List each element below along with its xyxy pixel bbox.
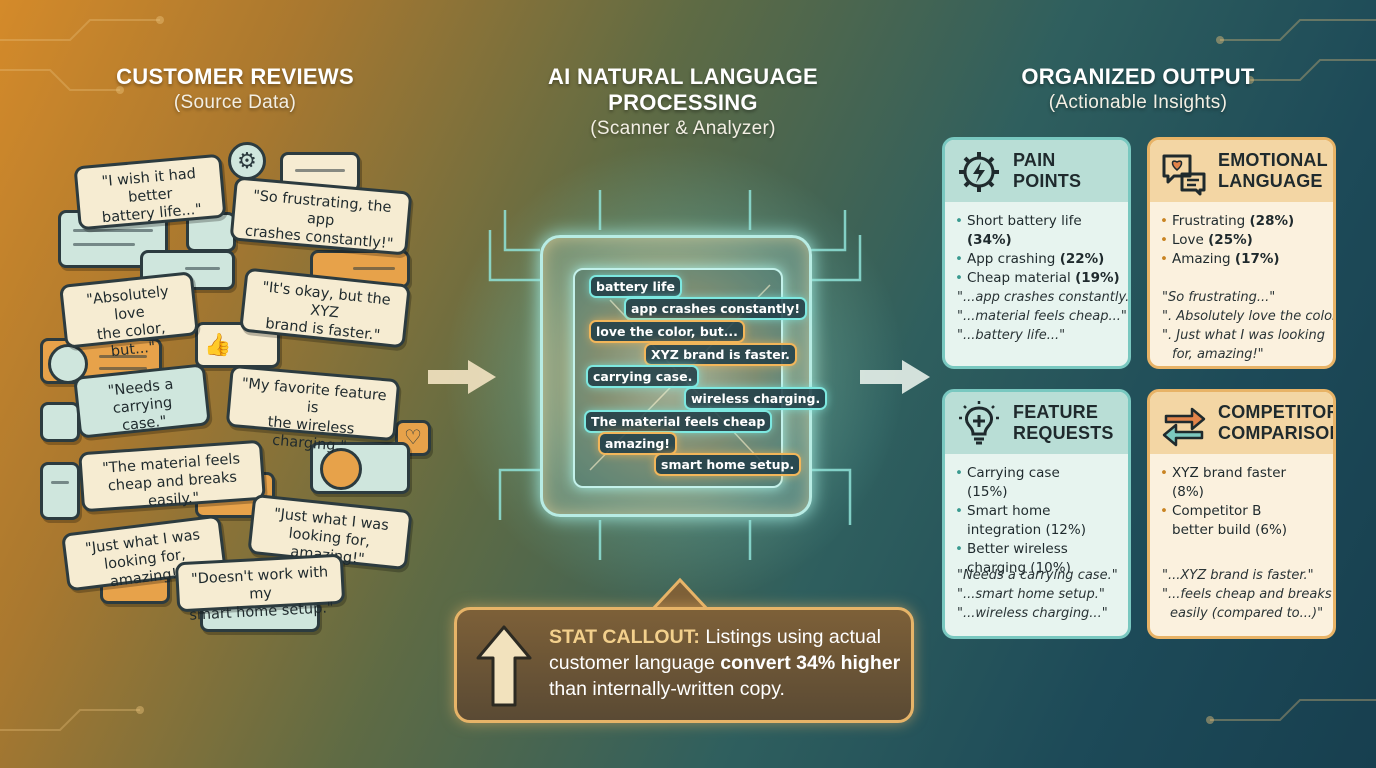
flow-arrow-left	[428, 360, 496, 394]
right-column-title: ORGANIZED OUTPUT (Actionable Insights)	[960, 64, 1316, 116]
swap-arrows-icon	[1162, 407, 1206, 447]
card-quotes: "Needs a carrying case." "...smart home …	[957, 568, 1118, 621]
card-competitor-comparisons: COMPETITORCOMPARISONS XYZ brand faster (…	[1147, 389, 1336, 639]
card-quotes: "So frustrating..." ". Absolutely love t…	[1162, 290, 1336, 362]
list-item: Cheap material (19%)	[955, 269, 1122, 288]
list-item: Carrying case (15%)	[955, 464, 1098, 502]
up-arrow-icon	[476, 625, 532, 707]
chip-phrase: smart home setup.	[656, 455, 800, 474]
heart-chat-icon	[1162, 154, 1206, 196]
list-item: App crashing (22%)	[955, 250, 1122, 269]
card-quotes: "...app crashes constantly..." "...mater…	[957, 290, 1131, 343]
decor-bubble	[58, 210, 168, 268]
flow-arrow-right	[860, 360, 930, 394]
chip-phrase: XYZ brand is faster.	[646, 345, 795, 364]
list-item: Love (25%)	[1160, 231, 1327, 250]
card-title: COMPETITORCOMPARISONS	[1218, 402, 1336, 443]
chip-phrase: app crashes constantly!	[626, 299, 806, 318]
chip-phrase: wireless charging.	[686, 389, 826, 408]
list-item: Frustrating (28%)	[1160, 212, 1327, 231]
stat-callout-text: STAT CALLOUT: Listings using actual cust…	[549, 626, 901, 700]
chip-phrase: love the color, but...	[591, 322, 743, 341]
decor-bubble	[40, 402, 80, 442]
list-item: Competitor B better build (6%)	[1160, 502, 1303, 540]
avatar-icon	[320, 448, 362, 490]
list-item: Amazing (17%)	[1160, 250, 1327, 269]
list-item: XYZ brand faster (8%)	[1160, 464, 1303, 502]
list-item: Better wireless charging (10%)	[955, 540, 1098, 578]
chip-phrase: battery life	[591, 277, 680, 296]
card-quotes: "...XYZ brand is faster." "...feels chea…	[1162, 568, 1332, 621]
chip-phrase: carrying case.	[588, 367, 698, 386]
right-column-subtitle: (Actionable Insights)	[1048, 92, 1228, 113]
chip-phrase: amazing!	[600, 434, 676, 453]
gear-lightning-icon	[959, 152, 999, 192]
list-item: Short battery life (34%)	[955, 212, 1122, 250]
lightbulb-plus-icon	[959, 401, 999, 445]
center-column-title: AI NATURAL LANGUAGE PROCESSING (Scanner …	[500, 64, 866, 142]
decor-bubble	[40, 462, 80, 520]
center-column-subtitle: (Scanner & Analyzer)	[590, 118, 776, 139]
heart-icon: ♡	[404, 427, 422, 449]
left-column-title: CUSTOMER REVIEWS (Source Data)	[60, 64, 410, 116]
stat-callout: STAT CALLOUT: Listings using actual cust…	[454, 607, 914, 723]
thumbs-up-icon: 👍	[204, 332, 232, 357]
gear-icon: ⚙	[228, 142, 266, 180]
list-item: Smart home integration (12%)	[955, 502, 1098, 540]
left-column-subtitle: (Source Data)	[173, 92, 297, 113]
chip-phrase: The material feels cheap	[586, 412, 771, 431]
